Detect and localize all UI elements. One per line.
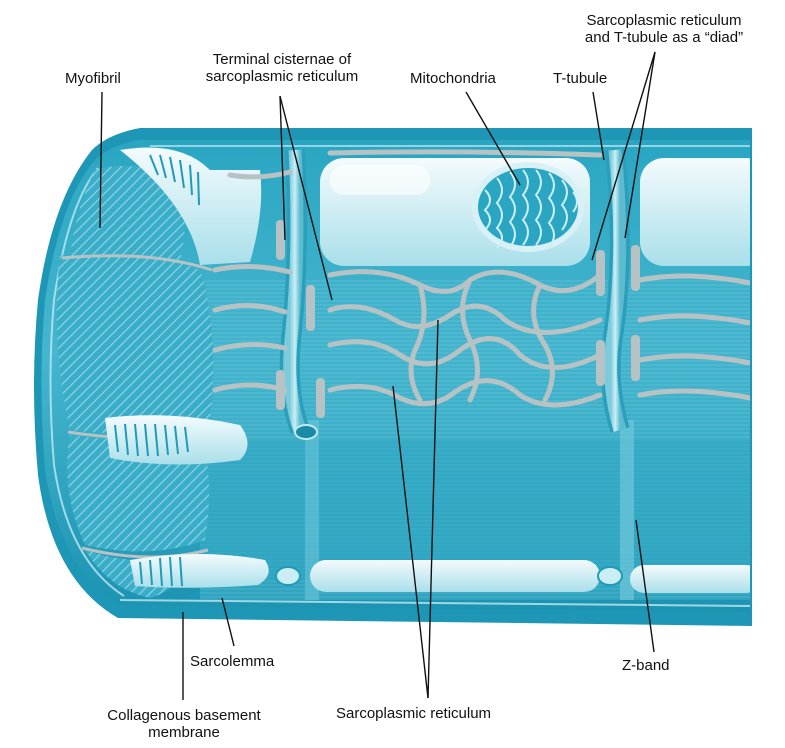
label-diad-line-1: Sarcoplasmic reticulum — [560, 12, 768, 29]
label-z-band: Z-band — [622, 657, 670, 674]
label-mitochondria: Mitochondria — [410, 70, 496, 87]
label-terminal-cisternae: Terminal cisternae of sarcoplasmic retic… — [183, 51, 381, 85]
label-diad-line-2: and T-tubule as a “diad” — [560, 29, 768, 46]
label-sarcoplasmic-reticulum: Sarcoplasmic reticulum — [336, 705, 491, 722]
label-myofibril: Myofibril — [65, 70, 121, 87]
label-terminal-cisternae-line-1: Terminal cisternae of — [183, 51, 381, 68]
mitochondrion-cristae — [472, 162, 584, 252]
label-collagenous-line-1: Collagenous basement — [85, 707, 283, 724]
label-t-tubule: T-tubule — [553, 70, 607, 87]
label-sarcolemma: Sarcolemma — [190, 653, 274, 670]
label-diad: Sarcoplasmic reticulum and T-tubule as a… — [560, 12, 768, 46]
label-terminal-cisternae-line-2: sarcoplasmic reticulum — [183, 68, 381, 85]
label-collagenous-basement-membrane: Collagenous basement membrane — [85, 707, 283, 741]
label-collagenous-line-2: membrane — [85, 724, 283, 741]
